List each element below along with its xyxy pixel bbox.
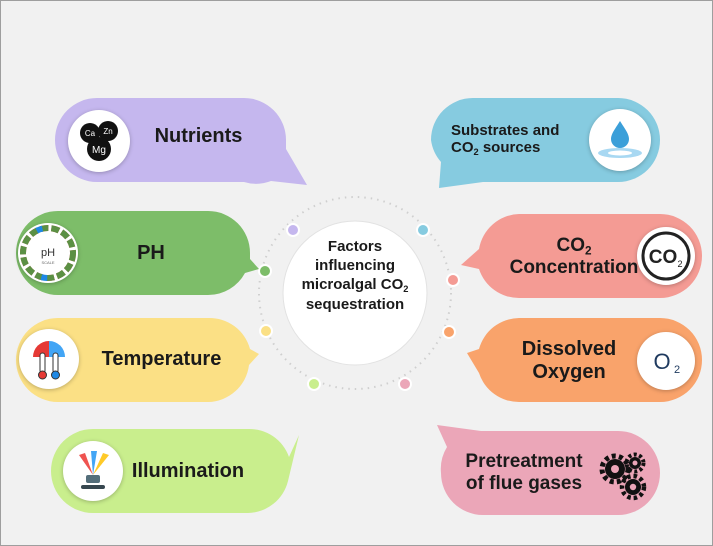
co2-icon-text: CO bbox=[649, 247, 678, 268]
oxygen-icon-text: O bbox=[653, 349, 670, 374]
connector-dot-co2 bbox=[446, 273, 460, 287]
flue-line2: of flue gases bbox=[465, 473, 583, 494]
center-ring bbox=[258, 196, 452, 390]
flue-label: Pretreatment of flue gases bbox=[453, 447, 595, 499]
substrates-co: CO bbox=[451, 139, 474, 156]
center-line4: sequestration bbox=[305, 295, 405, 313]
ph-icon-text: pH bbox=[41, 247, 55, 259]
co2-label: CO2 Concentration bbox=[509, 231, 639, 283]
illumination-label: Illumination bbox=[131, 459, 245, 482]
oxygen-label: Dissolved Oxygen bbox=[507, 335, 631, 387]
connector-dot-ph bbox=[258, 264, 272, 278]
gears-icon bbox=[595, 445, 655, 505]
ph-scale-icon: pH SCALE bbox=[18, 223, 78, 283]
temperature-bubble bbox=[16, 317, 259, 402]
connector-dot-oxygen bbox=[442, 325, 456, 339]
co2-icon: CO 2 bbox=[637, 227, 695, 285]
ph-bubble bbox=[16, 211, 259, 296]
co2-icon-sub: 2 bbox=[677, 259, 682, 269]
elements-icon: Ca Zn Mg bbox=[80, 121, 118, 161]
co2-co: CO bbox=[556, 235, 585, 257]
center-circle bbox=[282, 220, 428, 366]
co2-sub: 2 bbox=[584, 244, 592, 258]
co2-bubble bbox=[461, 214, 702, 299]
substrates-sub: 2 bbox=[473, 146, 479, 157]
lamp-icon bbox=[63, 441, 123, 501]
thermometer-icon bbox=[19, 329, 79, 389]
icon-mg: Mg bbox=[92, 145, 106, 156]
icon-ca: Ca bbox=[85, 129, 96, 138]
substrates-line1: Substrates and bbox=[451, 121, 560, 139]
ph-icon-scale: SCALE bbox=[41, 260, 54, 265]
center-line2: influencing bbox=[315, 257, 395, 275]
connector-dot-temperature bbox=[259, 324, 273, 338]
center-title: Factors influencing microalgal CO2 seque… bbox=[285, 237, 425, 314]
oxygen-icon-sub: 2 bbox=[674, 364, 680, 376]
co2-line1: CO2 bbox=[556, 235, 591, 257]
flue-bubble bbox=[437, 425, 660, 515]
connector-dot-substrates bbox=[416, 223, 430, 237]
oxygen-line1: Dissolved bbox=[521, 338, 617, 360]
co2-line2: Concentration bbox=[509, 257, 639, 278]
nutrients-label: Nutrients bbox=[154, 124, 243, 147]
oxygen-icon: O 2 bbox=[637, 332, 695, 390]
center-line3-text: microalgal CO bbox=[301, 276, 404, 294]
center-line3: microalgal CO2 bbox=[285, 275, 425, 294]
substrates-sources: sources bbox=[478, 139, 541, 156]
substrates-line2: CO2 sources bbox=[451, 139, 540, 156]
nutrients-icon: Ca Zn Mg bbox=[68, 110, 130, 172]
center-line3-sub: 2 bbox=[403, 284, 409, 295]
connector-dot-illumination bbox=[307, 377, 321, 391]
center-line1: Factors bbox=[327, 238, 383, 255]
icon-zn: Zn bbox=[103, 127, 112, 136]
oxygen-line2: Oxygen bbox=[532, 361, 606, 383]
water-drop-icon bbox=[589, 109, 651, 171]
temperature-label: Temperature bbox=[101, 347, 222, 370]
connector-dot-nutrients bbox=[286, 223, 300, 237]
ph-label: PH bbox=[137, 241, 165, 264]
substrates-label: Substrates and CO2 sources bbox=[451, 113, 591, 165]
oxygen-bubble bbox=[467, 318, 702, 403]
flue-line1: Pretreatment bbox=[465, 451, 583, 473]
connector-dot-flue bbox=[398, 377, 412, 391]
